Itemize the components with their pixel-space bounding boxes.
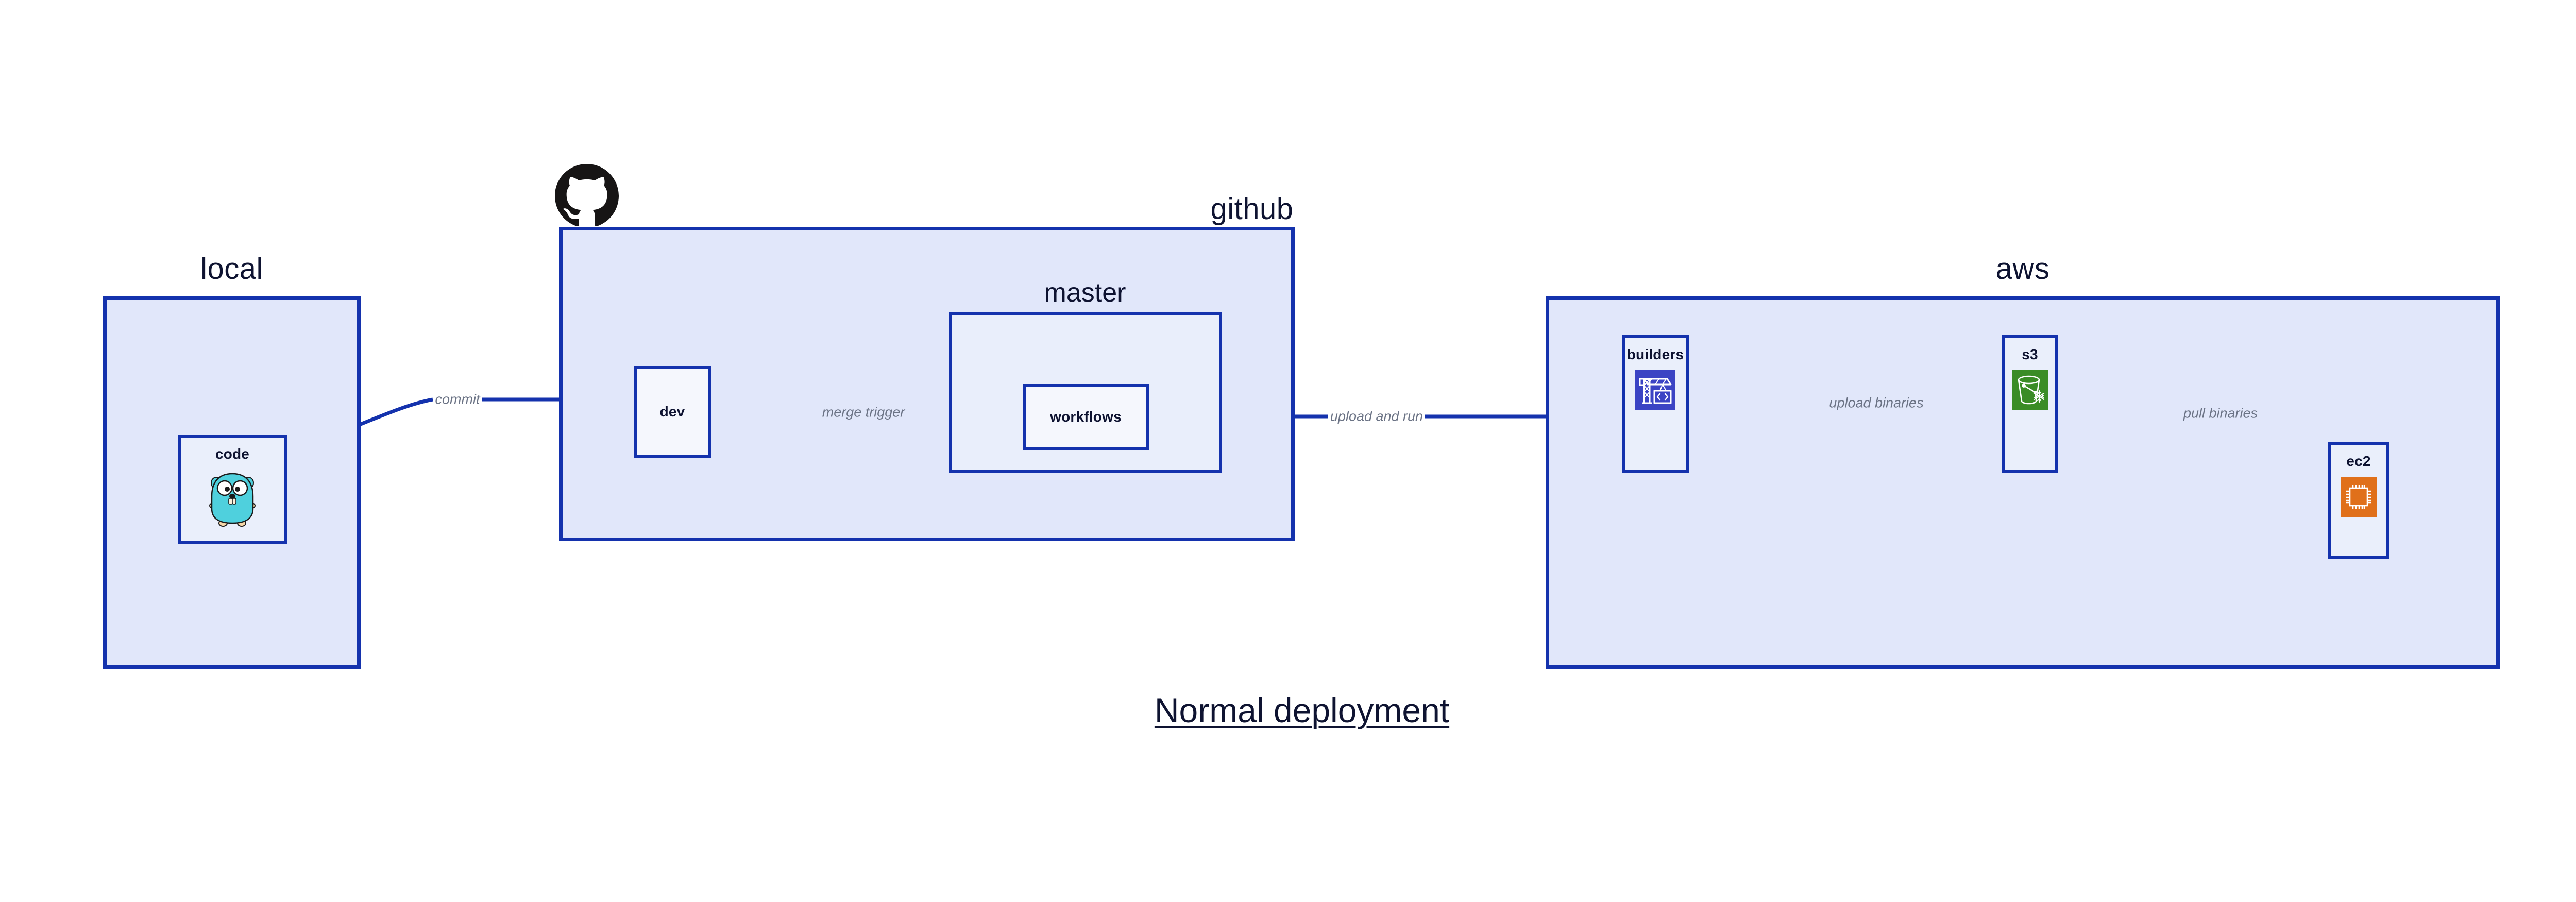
edge-label-upload-binaries: upload binaries	[1827, 396, 1926, 410]
node-code[interactable]: code	[178, 435, 287, 544]
node-dev[interactable]: dev	[634, 366, 711, 458]
edge-label-upload-and-run: upload and run	[1328, 409, 1426, 424]
aws-ec2-cpu-icon	[2341, 477, 2377, 520]
group-aws-label: aws	[1995, 252, 2050, 286]
node-ec2[interactable]: ec2	[2328, 442, 2389, 559]
node-ec2-label: ec2	[2346, 453, 2371, 469]
github-octocat-icon	[555, 164, 619, 228]
node-workflows[interactable]: workflows	[1023, 384, 1149, 450]
edge-label-pull-binaries: pull binaries	[2181, 406, 2260, 421]
node-dev-label: dev	[659, 404, 685, 420]
go-gopher-icon	[208, 470, 257, 530]
node-builders[interactable]: builders	[1622, 335, 1689, 473]
subgroup-master-label: master	[1044, 278, 1126, 308]
group-local-label: local	[200, 252, 263, 286]
group-github-label: github	[1210, 192, 1294, 226]
node-s3[interactable]: s3	[2002, 335, 2058, 473]
diagram-title: Normal deployment	[1154, 691, 1450, 729]
edge-label-commit: commit	[433, 392, 482, 407]
aws-codebuild-crane-icon	[1635, 370, 1675, 413]
edge-label-merge-trigger: merge trigger	[820, 405, 907, 420]
node-code-label: code	[215, 446, 250, 462]
node-builders-label: builders	[1626, 346, 1684, 362]
aws-s3-glacier-bucket-icon	[2012, 370, 2048, 413]
node-s3-label: s3	[2022, 346, 2038, 362]
node-workflows-label: workflows	[1050, 409, 1122, 425]
